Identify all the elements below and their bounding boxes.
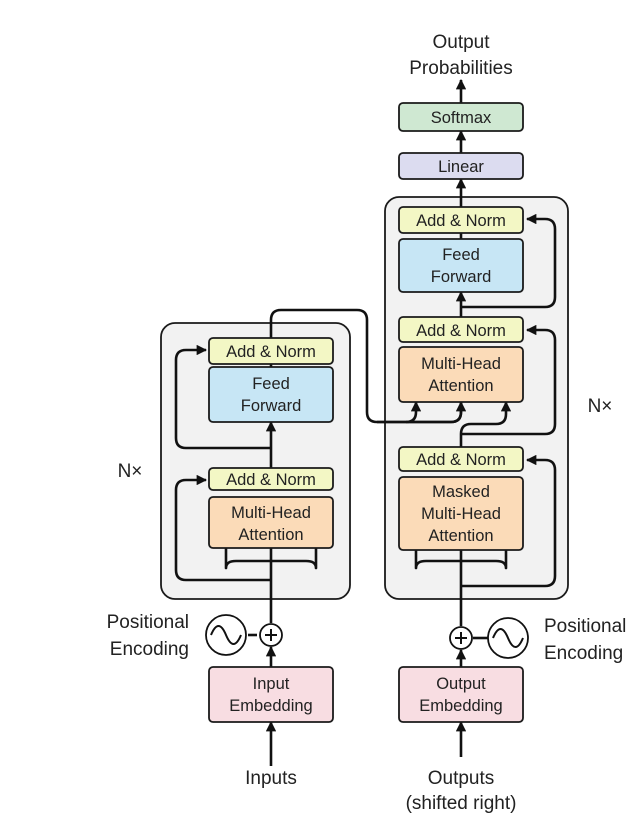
decoder-embedding-label-line-1: Output [436, 675, 486, 693]
decoder-repeat-label: N× [588, 396, 613, 417]
decoder-outputs-label-line-2: (shifted right) [406, 793, 517, 814]
encoder-embedding-label-line-1: Input [253, 675, 290, 693]
decoder-embedding-block: Output Embedding [398, 666, 524, 723]
output-probabilities-label-line-2: Probabilities [409, 58, 513, 79]
output-probabilities-label-line-1: Output [432, 32, 490, 53]
decoder-residual-3 [461, 213, 557, 309]
decoder-add-norm-1-label: Add & Norm [416, 451, 506, 469]
decoder-embedding-label-line-2: Embedding [419, 697, 502, 715]
encoder-add-norm-2-label: Add & Norm [226, 343, 316, 361]
encoder-attention-fanout [224, 548, 318, 570]
decoder-ff-label-line-2: Forward [431, 268, 492, 286]
decoder-masked-label-line-1: Masked [432, 483, 490, 501]
encoder-embedding-label-line-2: Embedding [229, 697, 312, 715]
decoder-masked-label-line-3: Attention [428, 527, 493, 545]
decoder-positional-label-line-2: Encoding [544, 643, 623, 664]
softmax-label: Softmax [431, 109, 492, 127]
encoder-add-norm-1: Add & Norm [208, 467, 334, 491]
decoder-positional-encoding: Positional Encoding [449, 616, 626, 664]
encoder-attention-label-line-1: Multi-Head [231, 504, 311, 522]
encoder-residual-1 [174, 474, 271, 582]
encoder-positional-encoding: Positional Encoding [107, 612, 283, 660]
encoder-embedding-block: Input Embedding [208, 666, 334, 723]
decoder-masked-fanout [414, 550, 508, 570]
encoder-add-norm-2: Add & Norm [208, 337, 334, 365]
decoder-feed-forward-block: Feed Forward [398, 238, 524, 293]
encoder-inputs-label: Inputs [245, 768, 297, 789]
decoder-add-norm-1: Add & Norm [398, 446, 524, 472]
encoder-attention-block: Multi-Head Attention [208, 496, 334, 549]
decoder-add-norm-3: Add & Norm [398, 206, 524, 234]
softmax-block: Softmax [398, 102, 524, 132]
encoder-ff-label-line-2: Forward [241, 397, 302, 415]
decoder-attention-label-line-1: Multi-Head [421, 355, 501, 373]
encoder-sine-wave [210, 625, 242, 645]
decoder-residual-1 [461, 454, 557, 588]
encoder-add-norm-1-label: Add & Norm [226, 471, 316, 489]
linear-block: Linear [398, 152, 524, 180]
decoder-attention-label-line-2: Attention [428, 377, 493, 395]
decoder-positional-label-line-1: Positional [544, 616, 626, 637]
linear-label: Linear [438, 158, 484, 176]
cross-attention-value-arrow [377, 400, 467, 424]
decoder-add-norm-2-label: Add & Norm [416, 322, 506, 340]
decoder-add-norm-3-label: Add & Norm [416, 212, 506, 230]
encoder-ff-label-line-1: Feed [252, 375, 290, 393]
decoder-outputs-label-line-1: Outputs [428, 768, 495, 789]
decoder-masked-label-line-2: Multi-Head [421, 505, 501, 523]
encoder-attention-label-line-2: Attention [238, 526, 303, 544]
decoder-ff-label-line-1: Feed [442, 246, 480, 264]
decoder-masked-attention-block: Masked Multi-Head Attention [398, 476, 524, 551]
encoder-positional-label-line-1: Positional [107, 612, 189, 633]
encoder-feed-forward-block: Feed Forward [208, 366, 334, 423]
decoder-sine-wave [492, 628, 524, 648]
decoder-residual-2 [461, 324, 557, 436]
decoder-query-arrow [459, 400, 512, 447]
decoder-add-norm-2: Add & Norm [398, 316, 524, 343]
encoder-residual-2 [174, 344, 271, 450]
connectors [174, 78, 557, 766]
encoder-repeat-label: N× [118, 461, 143, 482]
decoder-attention-block: Multi-Head Attention [398, 346, 524, 403]
encoder-positional-label-line-2: Encoding [110, 639, 189, 660]
